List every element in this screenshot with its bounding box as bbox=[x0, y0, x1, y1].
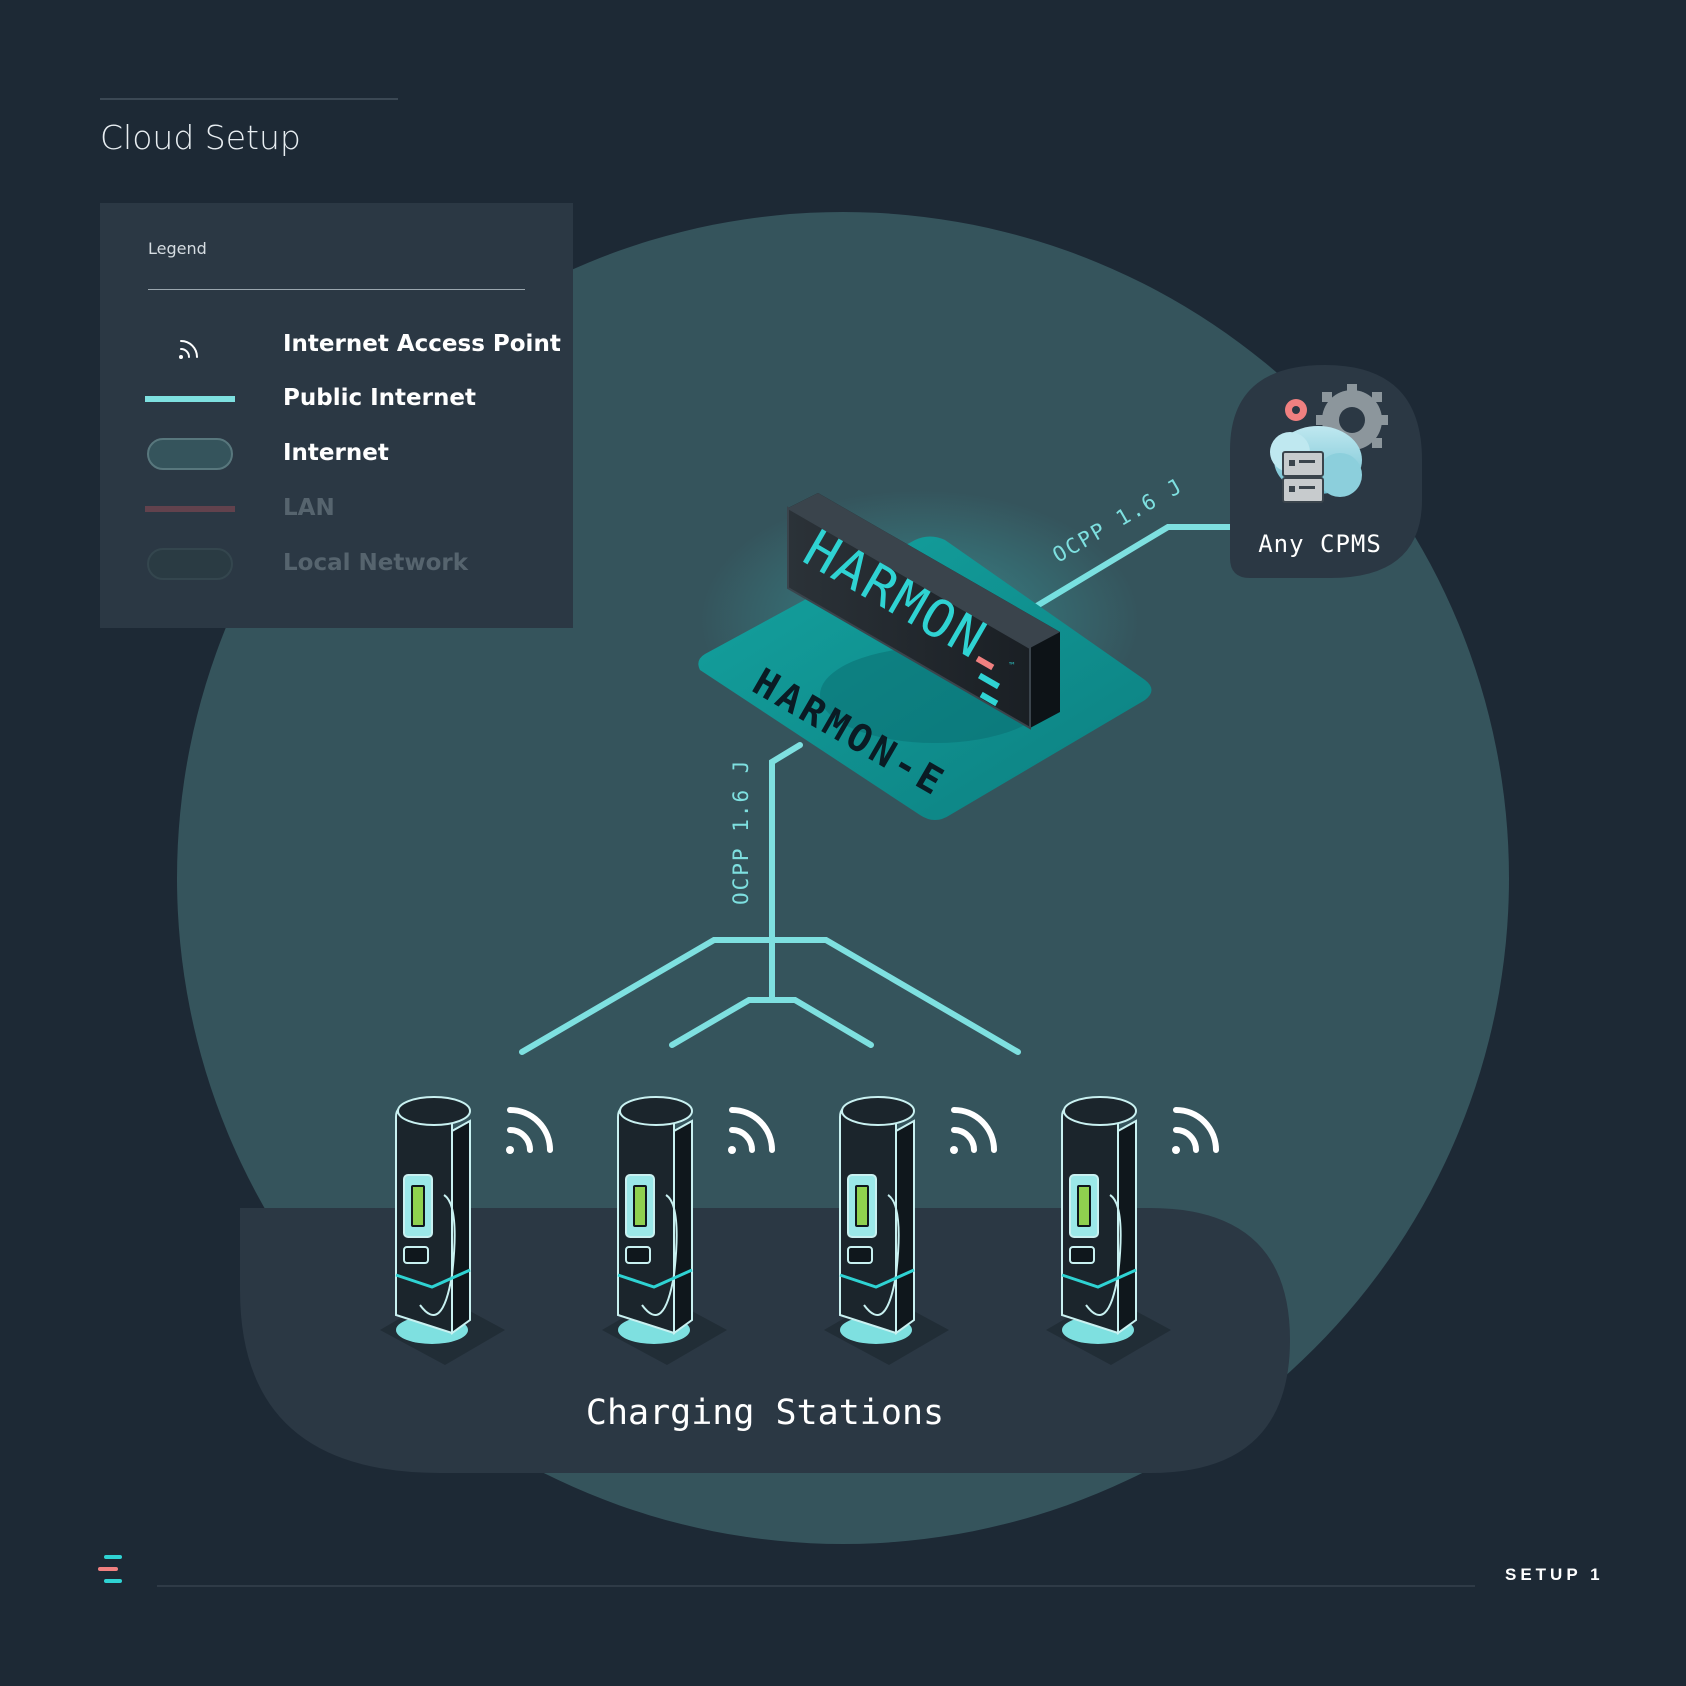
legend-label-access-point: Internet Access Point bbox=[283, 331, 561, 357]
wifi-icon bbox=[950, 1107, 997, 1154]
legend-panel: Legend Internet Access Point Public Inte… bbox=[100, 203, 573, 628]
hub-logo-bar-pink bbox=[975, 655, 995, 671]
local-network-pill-icon bbox=[147, 548, 233, 580]
lan-line-icon bbox=[145, 506, 235, 512]
local-network-zone bbox=[240, 1208, 1290, 1473]
ocpp-label-stations: OCPP 1.6 J bbox=[729, 759, 753, 905]
cpms-label: Any CPMS bbox=[1258, 530, 1382, 558]
title-rule bbox=[100, 98, 398, 100]
page-title: Cloud Setup bbox=[100, 118, 301, 157]
cpms-node[interactable]: Any CPMS bbox=[1230, 365, 1422, 578]
battery-fill bbox=[1079, 1187, 1089, 1225]
wifi-icon bbox=[179, 340, 198, 359]
public-internet-link-outer bbox=[519, 937, 1021, 1055]
charging-stations-label: Charging Stations bbox=[586, 1393, 944, 1433]
legend-label-lan: LAN bbox=[283, 495, 335, 521]
public-internet-link-inner bbox=[669, 997, 874, 1048]
charging-station bbox=[602, 1096, 727, 1365]
footer-rule bbox=[157, 1585, 1475, 1587]
wifi-icon bbox=[506, 1107, 553, 1154]
battery-fill bbox=[857, 1187, 867, 1225]
legend-label-public-internet: Public Internet bbox=[283, 385, 476, 411]
hub-tm-mark: ™ bbox=[1008, 661, 1016, 670]
wifi-icon bbox=[1172, 1107, 1219, 1154]
battery-fill bbox=[413, 1187, 423, 1225]
legend-label-local-network: Local Network bbox=[283, 550, 469, 576]
legend-label-internet: Internet bbox=[283, 440, 389, 466]
public-internet-line-icon bbox=[145, 396, 235, 402]
charging-stations bbox=[380, 1096, 1219, 1365]
legend-heading: Legend bbox=[148, 239, 207, 258]
footer-label: SETUP 1 bbox=[1505, 1565, 1604, 1584]
legend-rule bbox=[148, 289, 525, 290]
cloud-server-gear-icon bbox=[1270, 384, 1388, 503]
public-internet-link-trunk bbox=[769, 742, 803, 1003]
charging-station bbox=[824, 1096, 949, 1365]
brand-logo-icon bbox=[98, 1555, 122, 1583]
charging-station bbox=[1046, 1096, 1171, 1365]
wifi-icon bbox=[728, 1107, 775, 1154]
battery-fill bbox=[635, 1187, 645, 1225]
hub-logo-bar-teal-2 bbox=[979, 691, 999, 707]
hub-logo-bar-teal bbox=[977, 672, 1001, 690]
charging-station bbox=[380, 1096, 505, 1365]
internet-zone-pill-icon bbox=[147, 438, 233, 470]
